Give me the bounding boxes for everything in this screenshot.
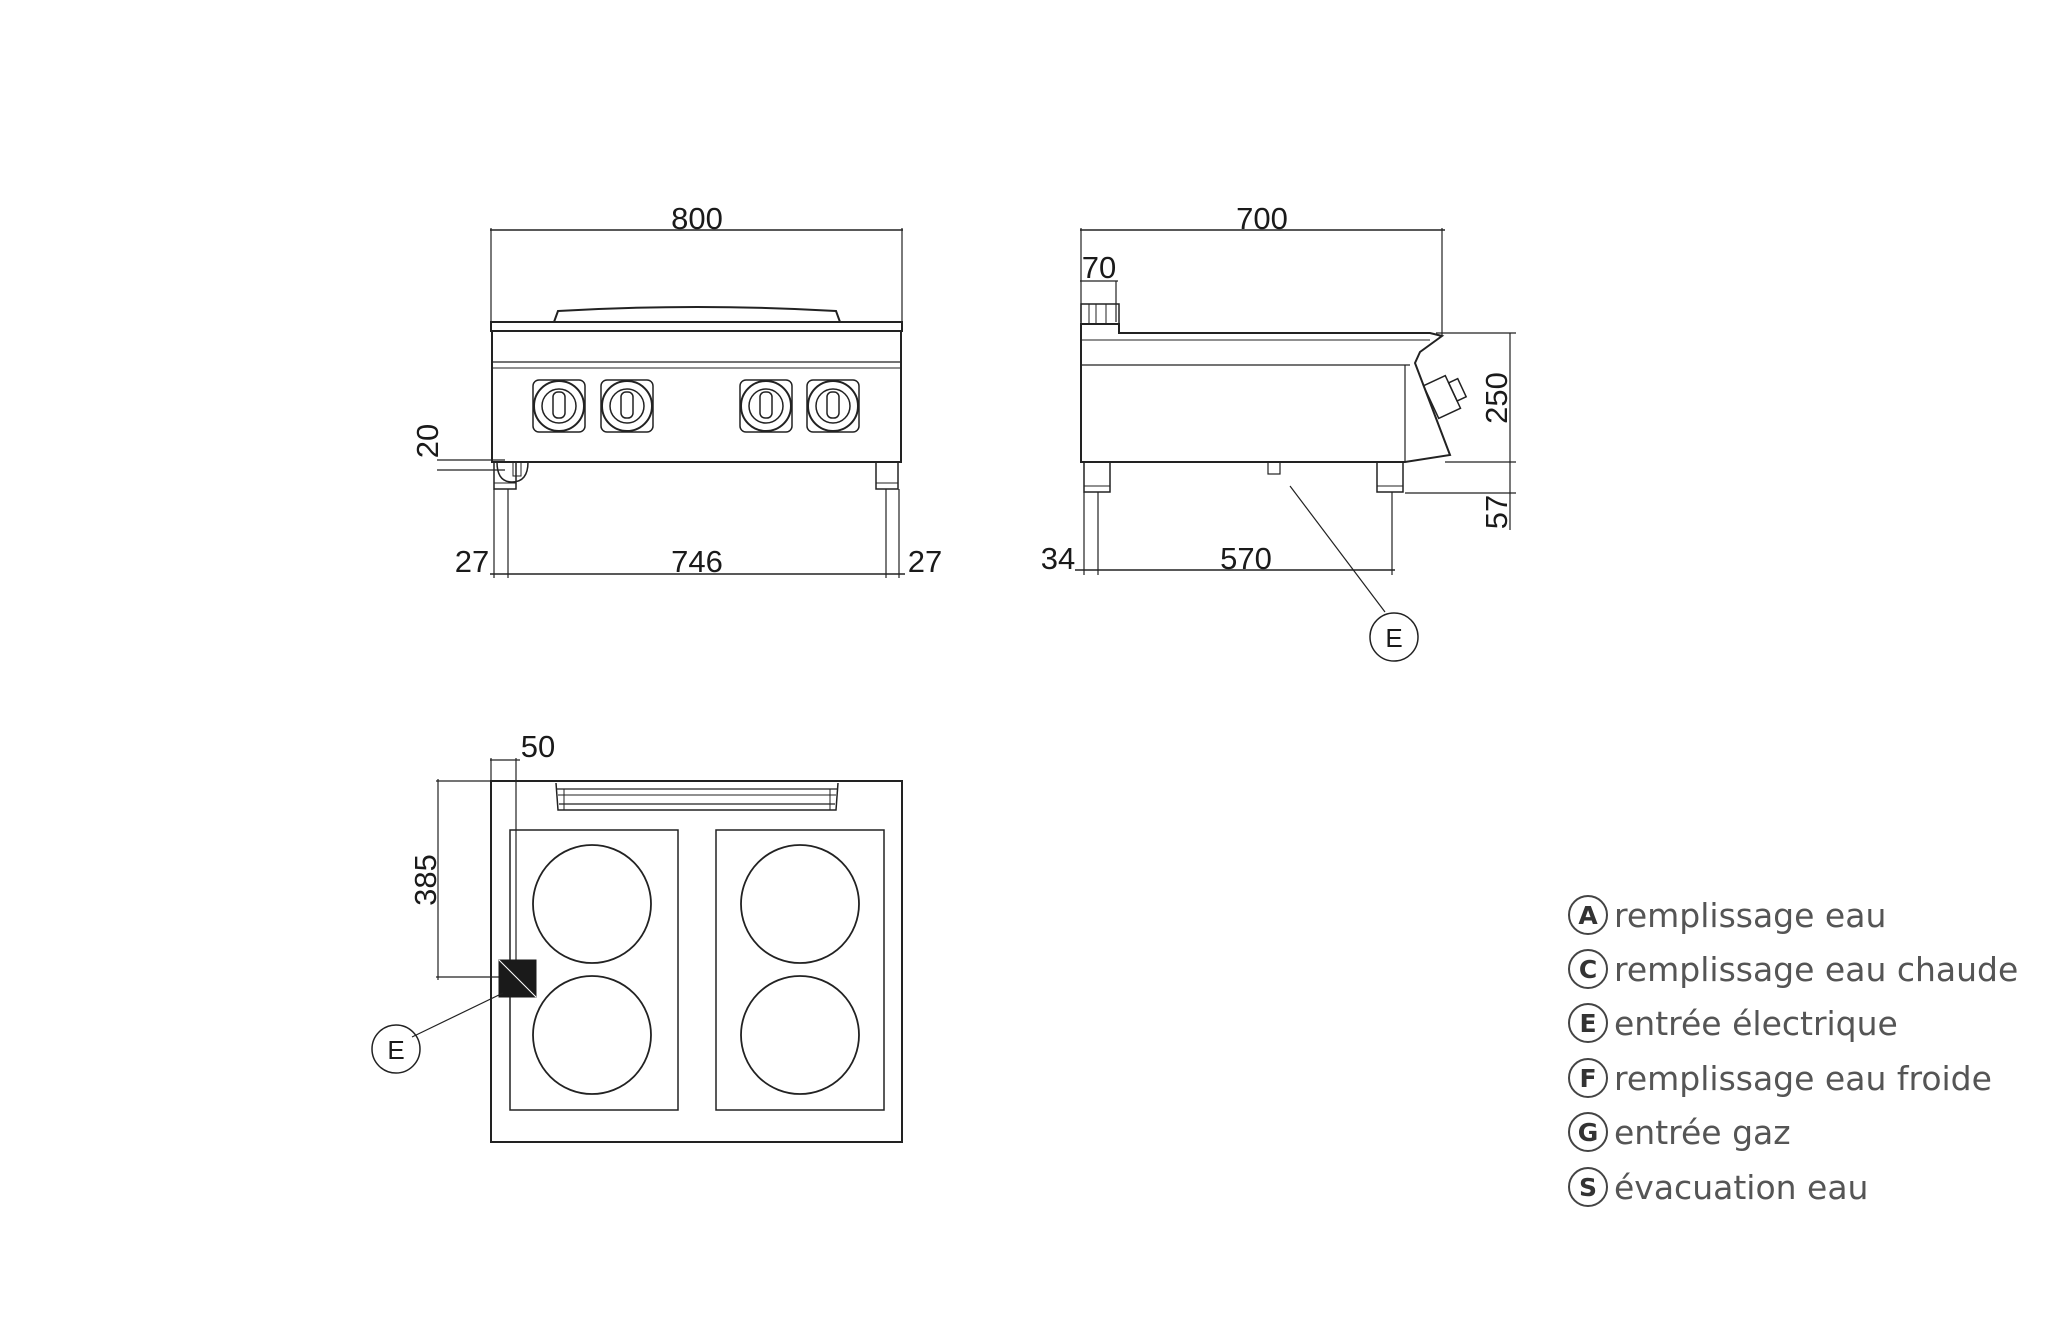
front-view: 800 <box>410 201 942 579</box>
cooking-plate <box>532 975 652 1095</box>
legend-label: entrée gaz <box>1614 1112 1791 1152</box>
legend-label: évacuation eau <box>1614 1167 1869 1207</box>
legend-item: F remplissage eau froide <box>1568 1056 1992 1100</box>
marker-circle <box>371 1024 421 1074</box>
control-knob <box>532 379 586 433</box>
dim-offset-y: 385 <box>408 854 443 906</box>
legend-item: S évacuation eau <box>1568 1165 1868 1209</box>
dim-pipe-height: 20 <box>410 424 445 458</box>
dim-leg-span: 746 <box>671 544 723 579</box>
legend-code-badge: G <box>1568 1112 1608 1152</box>
legend-label: entrée électrique <box>1614 1003 1898 1043</box>
dim-leg-offset: 34 <box>1041 541 1075 576</box>
cooking-plate <box>532 844 652 964</box>
dim-offset-x: 50 <box>521 729 555 764</box>
legend-code-badge: F <box>1568 1058 1608 1098</box>
legend-item: E entrée électrique <box>1568 1001 1898 1045</box>
legend-code-badge: S <box>1568 1167 1608 1207</box>
cooking-plate <box>740 844 860 964</box>
control-knob <box>806 379 860 433</box>
dim-leg-span: 570 <box>1220 541 1272 576</box>
dim-body-height: 250 <box>1479 372 1514 424</box>
electric-inlet-marker: E <box>1385 623 1402 653</box>
cooking-plate <box>740 975 860 1095</box>
legend-item: A remplissage eau <box>1568 893 1886 937</box>
marker-circle <box>1369 612 1419 662</box>
legend-code-badge: C <box>1568 949 1608 989</box>
legend-item: C remplissage eau chaude <box>1568 947 2018 991</box>
legend-code-badge: E <box>1568 1003 1608 1043</box>
dim-leg-height: 57 <box>1479 495 1514 529</box>
side-view: 700 70 250 57 <box>1041 201 1516 662</box>
dim-width: 800 <box>671 201 723 236</box>
dim-leg-right: 27 <box>908 544 942 579</box>
top-view: 50 385 E <box>371 729 903 1143</box>
control-knob <box>739 379 793 433</box>
dim-depth: 700 <box>1236 201 1288 236</box>
dim-backsplash: 70 <box>1082 250 1116 285</box>
control-knob <box>1422 374 1468 420</box>
legend-label: remplissage eau chaude <box>1614 949 2019 989</box>
legend-label: remplissage eau <box>1614 895 1887 935</box>
electric-inlet-marker: E <box>387 1035 404 1065</box>
legend-item: G entrée gaz <box>1568 1110 1791 1154</box>
dim-leg-left: 27 <box>455 544 489 579</box>
legend-label: remplissage eau froide <box>1614 1058 1992 1098</box>
control-knob <box>600 379 654 433</box>
legend-code-badge: A <box>1568 895 1608 935</box>
